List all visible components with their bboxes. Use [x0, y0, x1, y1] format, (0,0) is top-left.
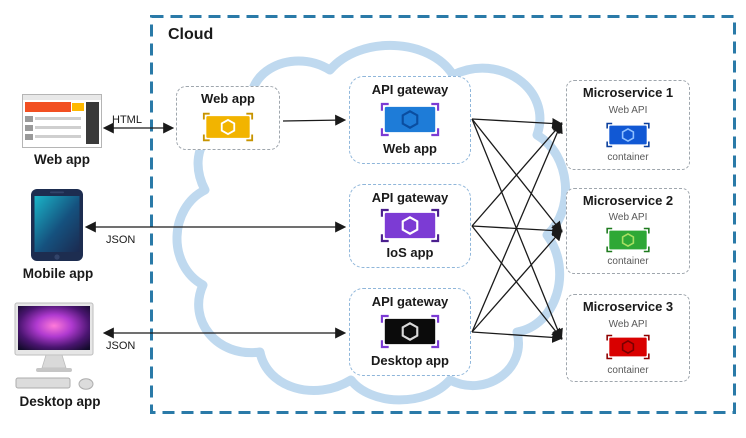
container-body — [384, 212, 436, 239]
web-api-label: Web API — [608, 318, 648, 330]
container-brackets — [380, 314, 440, 349]
web-client-label: Web app — [33, 152, 90, 167]
microservice-title: Microservice 1 — [582, 85, 674, 100]
container-brackets — [606, 334, 650, 360]
container-brackets — [202, 112, 254, 142]
container-icon — [606, 334, 650, 360]
api-gateway-ios-node: API gateway IoS app — [349, 184, 471, 268]
container-icon — [380, 314, 440, 349]
container-icon — [380, 102, 440, 137]
container-body — [384, 318, 436, 345]
arrow-label-html: HTML — [112, 114, 142, 126]
gateway-subtitle: Desktop app — [370, 352, 449, 368]
container-body — [609, 337, 647, 357]
container-brackets — [380, 102, 440, 137]
container-body — [206, 116, 250, 138]
container-hexagon — [220, 118, 236, 136]
container-icon — [606, 227, 650, 253]
container-brackets — [380, 208, 440, 243]
container-icon — [606, 122, 650, 147]
arrow-webapp-gateway1 — [282, 114, 347, 126]
container-caption: container — [607, 152, 649, 164]
arrow-gateway1-ms1 — [471, 117, 564, 130]
container-hexagon — [621, 340, 635, 355]
cloud-region-label: Cloud — [168, 26, 214, 43]
container-hexagon — [401, 216, 419, 235]
container-body — [609, 125, 647, 144]
container-brackets — [606, 227, 650, 253]
arrow-gateway3-ms2 — [471, 229, 563, 333]
container-hexagon — [621, 232, 635, 247]
container-hexagon — [401, 110, 419, 129]
arrow-gateway3-ms3 — [471, 331, 564, 343]
desktop-computer-icon — [14, 302, 94, 390]
arrow-label-json-desktop: JSON — [106, 340, 135, 352]
container-hexagon — [401, 322, 419, 341]
arrow-gateway2-ms1 — [471, 122, 563, 227]
container-caption: container — [607, 256, 649, 268]
web-app-node-label: Web app — [201, 91, 255, 106]
arrow-label-json-mobile: JSON — [106, 234, 135, 246]
desktop-client-label: Desktop app — [19, 394, 101, 409]
web-api-label: Web API — [608, 105, 648, 117]
container-icon — [202, 112, 254, 142]
api-gateway-web-node: API gateway Web app — [349, 76, 471, 164]
microservice-1-node: Microservice 1 Web API container — [566, 80, 690, 170]
web-api-label: Web API — [608, 211, 648, 223]
microservice-title: Microservice 2 — [582, 193, 674, 208]
cloud-boundary — [150, 15, 736, 414]
gateway-subtitle: Web app — [383, 140, 437, 156]
api-gateway-desktop-node: API gateway Desktop app — [349, 288, 471, 376]
container-hexagon — [621, 127, 635, 142]
container-icon — [380, 208, 440, 243]
microservice-title: Microservice 3 — [582, 299, 674, 314]
web-app-node: Web app — [176, 86, 280, 150]
gateway-subtitle: IoS app — [386, 244, 434, 260]
microservice-3-node: Microservice 3 Web API container — [566, 294, 690, 382]
gateway-title: API gateway — [371, 294, 449, 309]
web-browser-screenshot — [22, 94, 102, 148]
container-brackets — [606, 122, 650, 147]
gateway-title: API gateway — [371, 190, 449, 205]
smartphone-icon — [31, 189, 83, 261]
container-body — [609, 230, 647, 250]
mobile-client-label: Mobile app — [22, 266, 94, 281]
arrow-gateway3-ms1 — [471, 121, 563, 333]
container-body — [384, 106, 436, 133]
gateway-title: API gateway — [371, 82, 449, 97]
container-caption: container — [607, 364, 649, 376]
microservice-2-node: Microservice 2 Web API container — [566, 188, 690, 274]
